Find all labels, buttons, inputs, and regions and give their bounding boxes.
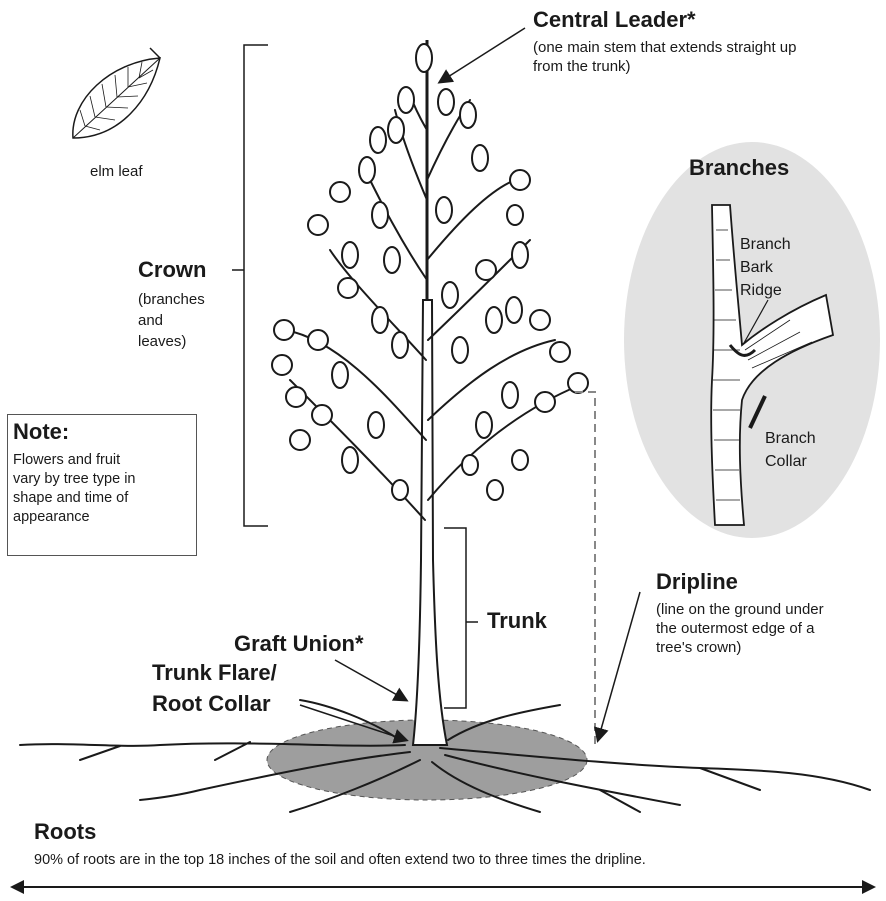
note-line-1: Flowers and fruit (13, 451, 193, 470)
crown-desc-1: (branches (138, 290, 205, 309)
crown-desc-3: leaves) (138, 332, 186, 351)
dripline-title: Dripline (656, 570, 738, 594)
elm-leaf-caption: elm leaf (90, 162, 143, 181)
double-arrow (10, 880, 876, 894)
central-leader-desc-1: (one main stem that extends straight up (533, 38, 796, 57)
note-line-2: vary by tree type in (13, 470, 193, 489)
dripline-desc-2: the outermost edge of a (656, 619, 814, 638)
note-line-4: appearance (13, 508, 193, 527)
branches-title: Branches (689, 156, 789, 180)
dripline-marker (575, 392, 595, 745)
note-line-3: shape and time of (13, 489, 193, 508)
roots-desc: 90% of roots are in the top 18 inches of… (34, 851, 646, 870)
dripline-desc-1: (line on the ground under (656, 600, 824, 619)
trunk-title: Trunk (487, 609, 547, 633)
note-title: Note: (13, 419, 69, 445)
central-leader-title: Central Leader* (533, 8, 696, 32)
branch-inset (624, 142, 880, 538)
roots-title: Roots (34, 820, 96, 844)
dripline-desc-3: tree's crown) (656, 638, 741, 657)
trunk-drawing (413, 300, 447, 745)
bark-ridge-3: Ridge (740, 281, 782, 300)
bark-ridge-2: Bark (740, 258, 773, 277)
crown-title: Crown (138, 258, 206, 282)
crown-desc-2: and (138, 311, 163, 330)
branch-collar-2: Collar (765, 452, 807, 471)
crown-bracket (232, 45, 268, 526)
central-leader-desc-2: from the trunk) (533, 57, 631, 76)
trunk-flare-2: Root Collar (152, 692, 271, 716)
trunk-flare-1: Trunk Flare/ (152, 661, 277, 685)
note-box: Note: Flowers and fruit vary by tree typ… (7, 414, 197, 556)
branch-collar-1: Branch (765, 429, 816, 448)
elm-leaf-icon (73, 48, 160, 138)
note-body: Flowers and fruit vary by tree type in s… (13, 451, 193, 527)
graft-union-title: Graft Union* (234, 632, 364, 656)
trunk-bracket (444, 528, 478, 708)
bark-ridge-1: Branch (740, 235, 791, 254)
